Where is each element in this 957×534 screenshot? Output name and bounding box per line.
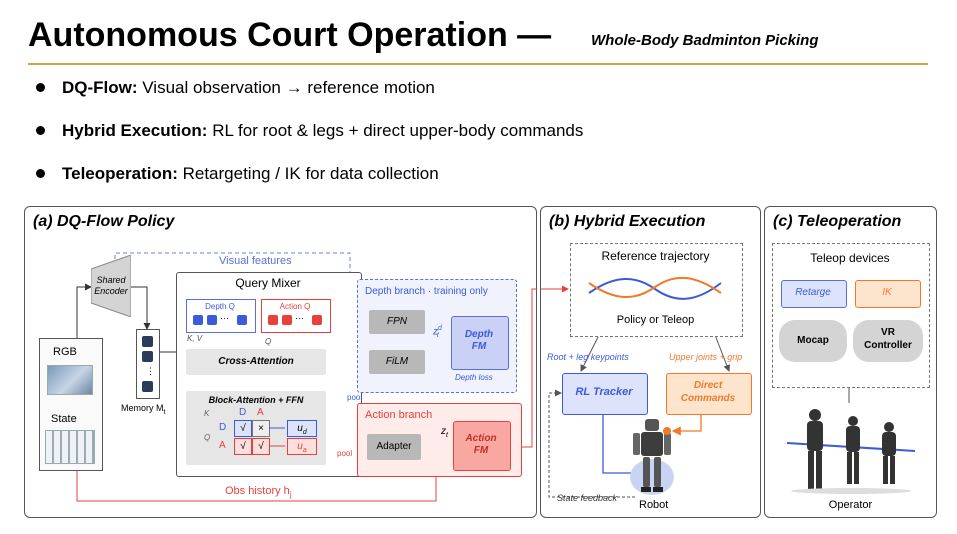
matrix-row-a: A: [219, 440, 226, 451]
robot-label: Robot: [639, 499, 669, 511]
fpn-box: [369, 310, 425, 334]
pool-label: pool: [347, 393, 363, 402]
matrix-cell: ×: [252, 420, 270, 437]
bullet-dot-icon: [36, 126, 45, 135]
bullet-text: RL for root & legs + direct upper-body c…: [207, 121, 584, 140]
cross-attention-box: [186, 349, 326, 375]
matrix-cell: √: [252, 438, 270, 455]
kv-label: K, V: [187, 334, 203, 343]
bullet-label: DQ-Flow:: [62, 78, 138, 97]
depth-loss-label: Depth loss: [455, 373, 493, 382]
depth-token: [207, 315, 217, 325]
bullet-dot-icon: [36, 83, 45, 92]
fpn-label: FPN: [387, 316, 407, 327]
panel-b-connectors: [541, 285, 731, 498]
title-divider: [28, 63, 928, 65]
rgb-image: [47, 365, 93, 395]
rgb-label: RGB: [53, 346, 77, 358]
matrix-q-label: Q: [204, 433, 211, 442]
ud-output: ud: [287, 420, 317, 437]
q-label: Q: [265, 337, 272, 346]
vr-controller-box: [853, 320, 923, 362]
action-token: [268, 315, 278, 325]
rl-tracker-box: [562, 373, 648, 415]
panel-a-title: (a) DQ-Flow Policy: [33, 213, 175, 230]
bullet-dot-icon: [36, 169, 45, 178]
memory-stack: ⋮: [136, 329, 160, 399]
state-image: [45, 430, 95, 464]
action-q-label: Action Q: [279, 302, 311, 311]
zd-label: zdt: [433, 325, 442, 340]
upper-grip-label: Upper joints + grip: [669, 352, 743, 362]
slide-title: Autonomous Court Operation —: [28, 16, 552, 54]
matrix-k-label: K: [204, 409, 210, 418]
teleop-devices-box: [772, 243, 930, 388]
state-feedback-label: State feedback: [557, 493, 618, 503]
teleop-devices-label: Teleop devices: [810, 251, 890, 265]
reference-trajectory-label: Reference trajectory: [601, 249, 710, 263]
bullet-label: Hybrid Execution:: [62, 121, 208, 140]
bullet-text: Visual observation → reference motion: [137, 78, 435, 97]
direct-commands-box: [666, 373, 752, 415]
film-label: FiLM: [385, 356, 409, 367]
policy-or-teleop-label: Policy or Teleop: [616, 314, 695, 326]
mocap-box: [779, 320, 847, 362]
retarge-box: [781, 280, 847, 308]
action-fm-box: [453, 421, 511, 471]
obs-history-label: Obs history hj: [225, 485, 292, 500]
depth-q-label: Depth Q: [205, 302, 235, 311]
state-label: State: [51, 413, 77, 425]
root-leg-label: Root + leg keypoints: [547, 352, 629, 362]
adapter-box: [367, 434, 421, 460]
action-token: [282, 315, 292, 325]
panel-c-title: (c) Teleoperation: [773, 213, 902, 230]
matrix-col-d: D: [239, 407, 247, 418]
panel-hybrid-execution: (b) Hybrid Execution Reference trajector…: [540, 206, 761, 518]
film-box: [369, 350, 425, 374]
rl-tracker-label: RL Tracker: [575, 386, 633, 398]
matrix-cell: √: [234, 420, 252, 437]
panel-b-title: (b) Hybrid Execution: [549, 213, 706, 230]
retarge-label: Retarge: [795, 287, 831, 298]
adapter-label: Adapter: [376, 441, 412, 452]
cross-attention-label: Cross-Attention: [218, 356, 294, 367]
panel-teleoperation: (c) Teleoperation Teleop devices Retarge…: [764, 206, 937, 518]
query-mixer-title: Query Mixer: [235, 276, 301, 290]
ik-box: [855, 280, 921, 308]
matrix-row-d: D: [219, 422, 227, 433]
trajectory-plot: [588, 276, 722, 300]
depth-branch-label: Depth branch · training only: [365, 286, 488, 297]
mocap-label: Mocap: [797, 335, 829, 346]
depth-fm-box: [451, 316, 509, 370]
operator-label: Operator: [828, 499, 873, 511]
depth-token: [193, 315, 203, 325]
bullet-text: Retargeting / IK for data collection: [177, 164, 439, 183]
robot-illustration: [630, 419, 674, 495]
pool-label: pool: [337, 449, 353, 458]
operator-illustration: [787, 409, 915, 494]
matrix-col-a: A: [257, 407, 264, 418]
matrix-cell: √: [234, 438, 252, 455]
depth-token: [237, 315, 247, 325]
block-attention-label: Block-Attention + FFN: [208, 395, 304, 405]
bullet-label: Teleoperation:: [62, 164, 178, 183]
action-branch-label: Action branch: [365, 409, 433, 421]
ua-output: ua: [287, 438, 317, 455]
memory-label: Memory Mt: [121, 403, 166, 416]
shared-encoder-shape: [91, 255, 131, 317]
zt-label: zt: [441, 426, 448, 439]
slide-subtitle: Whole-Body Badminton Picking: [591, 32, 819, 49]
action-token: [312, 315, 322, 325]
slide-header: Autonomous Court Operation — Whole-Body …: [28, 12, 928, 64]
ik-label: IK: [882, 287, 892, 298]
visual-features-label: Visual features: [219, 255, 292, 267]
panel-dq-flow-policy: (a) DQ-Flow Policy: [24, 206, 537, 518]
